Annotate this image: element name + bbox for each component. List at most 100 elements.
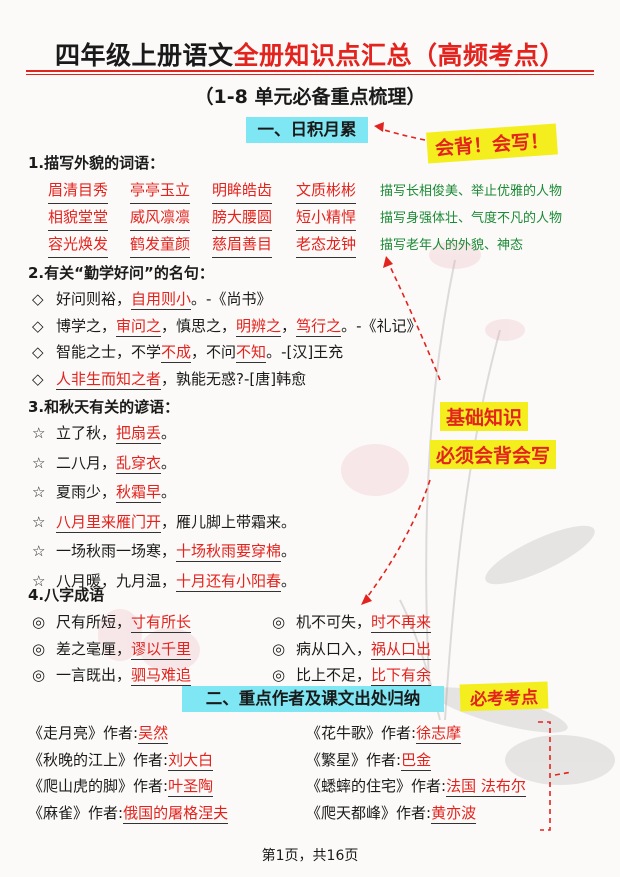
arrow-to-section1 <box>377 127 426 141</box>
quote-row: ◇博学之，审问之，慎思之，明辨之，笃行之。-《礼记》 <box>32 315 422 337</box>
prompt-text: 。-《礼记》 <box>341 316 422 335</box>
prompt-text: ，慎思之， <box>161 316 237 335</box>
title-rule-2 <box>26 74 594 75</box>
bracket-tick <box>554 771 573 776</box>
appearance-word: 鹤发童颜 <box>130 235 191 258</box>
answer-text: 审问之 <box>116 316 162 337</box>
prompt-text: ，孰能无惑?-[唐]韩愈 <box>161 369 307 388</box>
arrowhead-3 <box>361 594 372 605</box>
work-title: 《秋晚的江上》作者: <box>28 750 169 769</box>
list-marker-icon: ☆ <box>32 512 46 531</box>
list-marker-icon: ◎ <box>32 639 46 658</box>
appearance-word: 容光焕发 <box>48 235 109 258</box>
work-title: 《花牛歌》作者: <box>306 724 417 742</box>
work-row: 《秋晚的江上》作者:刘大白 <box>28 749 214 771</box>
arrowhead-2 <box>383 256 393 268</box>
answer-text: 把扇丢 <box>116 424 162 444</box>
title-highlight: 全册知识点汇总（高频考点） <box>233 41 566 70</box>
page-subtitle: （1-8 单元必备重点梳理） <box>194 86 426 108</box>
answer-text: 不成 <box>161 343 192 363</box>
answer-text: 笃行之 <box>296 316 342 337</box>
answer-text: 八月里来雁门开 <box>56 512 162 533</box>
part4-heading: 4.八字成语 <box>28 586 105 604</box>
proverb-row: ☆ 立了秋，把扇丢。 <box>32 422 177 444</box>
prompt-text: 一言既出， <box>56 666 132 684</box>
prompt-text: 。 <box>161 453 177 472</box>
work-row: 《蟋蟀的住宅》作者:法国 法布尔 <box>306 775 526 797</box>
part2-heading: 2.有关“勤学好问”的名句： <box>28 264 214 282</box>
proverb-row: ☆二八月，乱穿衣。 <box>32 452 177 474</box>
prompt-text: 。 <box>281 571 297 590</box>
prompt-text: 智能之士，不学 <box>56 343 162 361</box>
work-author: 刘大白 <box>168 750 214 771</box>
prompt-text: 尺有所短， <box>56 613 132 631</box>
prompt-text: 。 <box>161 424 177 442</box>
list-marker-icon: ◇ <box>32 290 44 308</box>
section-banner-2: 二、重点作者及课文出处归纳 <box>182 686 444 712</box>
answer-text: 秋霜早 <box>116 483 162 503</box>
list-marker-icon: ☆ <box>32 542 46 560</box>
work-title: 《繁星》作者: <box>306 750 402 769</box>
work-row: 《花牛歌》作者:徐志摩 <box>306 722 462 744</box>
prompt-text: 二八月， <box>56 453 117 472</box>
list-marker-icon: ◎ <box>272 666 286 684</box>
answer-text: 寸有所长 <box>131 613 192 633</box>
appearance-word: 明眸皓齿 <box>212 181 273 204</box>
work-author: 俄国的屠格涅夫 <box>123 803 229 824</box>
prompt-text: 比上不足， <box>296 666 372 684</box>
prompt-text: 。 <box>281 542 297 560</box>
list-marker-icon: ◎ <box>32 613 46 631</box>
work-row: 《繁星》作者:巴金 <box>306 749 432 771</box>
answer-text: 不知 <box>236 343 267 363</box>
list-marker-icon: ◎ <box>272 639 286 658</box>
list-marker-icon: ◎ <box>272 613 286 631</box>
note-basic-2: 必须会背会写 <box>430 440 557 469</box>
prompt-text: 好问则裕， <box>56 290 132 308</box>
list-marker-icon: ☆ <box>32 424 46 442</box>
work-row: 《爬山虎的脚》作者:叶圣陶 <box>28 775 214 797</box>
proverb-row: ☆ 一场秋雨一场寒，十场秋雨要穿棉。 <box>32 540 297 562</box>
idiom-row: ◎差之毫厘，谬以千里 <box>32 638 192 660</box>
answer-text: 祸从口出 <box>371 639 432 660</box>
appearance-word: 威风凛凛 <box>130 208 191 231</box>
appearance-word: 亭亭玉立 <box>130 181 191 204</box>
prompt-text: ， <box>281 316 297 335</box>
quote-row: ◇好问则裕，自用则小。-《尚书》 <box>32 288 271 310</box>
appearance-word: 膀大腰圆 <box>212 208 273 231</box>
appearance-word: 慈眉善目 <box>212 235 273 258</box>
note-exam: 必考考点 <box>459 681 549 712</box>
work-author: 吴然 <box>138 724 169 744</box>
prompt-text: 机不可失， <box>296 613 372 631</box>
idiom-row: ◎机不可失，时不再来 <box>272 611 432 633</box>
answer-text: 十场秋雨要穿棉 <box>176 542 282 562</box>
proverb-row: ☆八月暖，九月温，十月还有小阳春。 <box>32 570 297 592</box>
answer-text: 明辨之 <box>236 316 282 337</box>
prompt-text: 一场秋雨一场寒， <box>56 542 177 560</box>
answer-text: 谬以千里 <box>131 639 192 660</box>
note-basic-1: 基础知识 <box>440 402 529 431</box>
idiom-row: ◎ 一言既出，驷马难追 <box>32 664 192 686</box>
list-marker-icon: ◎ <box>32 666 46 684</box>
quote-row: ◇人非生而知之者，孰能无惑?-[唐]韩愈 <box>32 368 307 390</box>
answer-text: 自用则小 <box>131 290 192 310</box>
work-author: 徐志摩 <box>416 724 462 744</box>
idiom-row: ◎ 尺有所短，寸有所长 <box>32 611 192 633</box>
arrowhead-1 <box>374 122 384 132</box>
note-recite: 会背！会写！ <box>426 123 558 164</box>
title-rule-1 <box>26 70 594 72</box>
prompt-text: 立了秋， <box>56 424 117 442</box>
list-marker-icon: ◇ <box>32 316 44 335</box>
quote-row: ◇智能之士，不学不成，不问不知。-[汉]王充 <box>32 341 344 363</box>
prompt-text: 八月暖，九月温， <box>56 571 177 590</box>
answer-text: 乱穿衣 <box>116 453 162 474</box>
page-footer: 第1页，共16页 <box>261 848 359 864</box>
title-main: 四年级上册语文 <box>54 41 234 70</box>
prompt-text: 。 <box>161 483 177 501</box>
answer-text: 比下有余 <box>371 666 432 686</box>
section-banner-1: 一、日积月累 <box>246 117 368 143</box>
work-row: 《麻雀》作者:俄国的屠格涅夫 <box>28 802 229 824</box>
bracket-works <box>538 721 551 831</box>
prompt-text: 。-[汉]王充 <box>266 343 344 361</box>
appearance-word-desc: 描写长相俊美、举止优雅的人物 <box>380 184 563 199</box>
answer-text: 驷马难追 <box>131 666 192 686</box>
